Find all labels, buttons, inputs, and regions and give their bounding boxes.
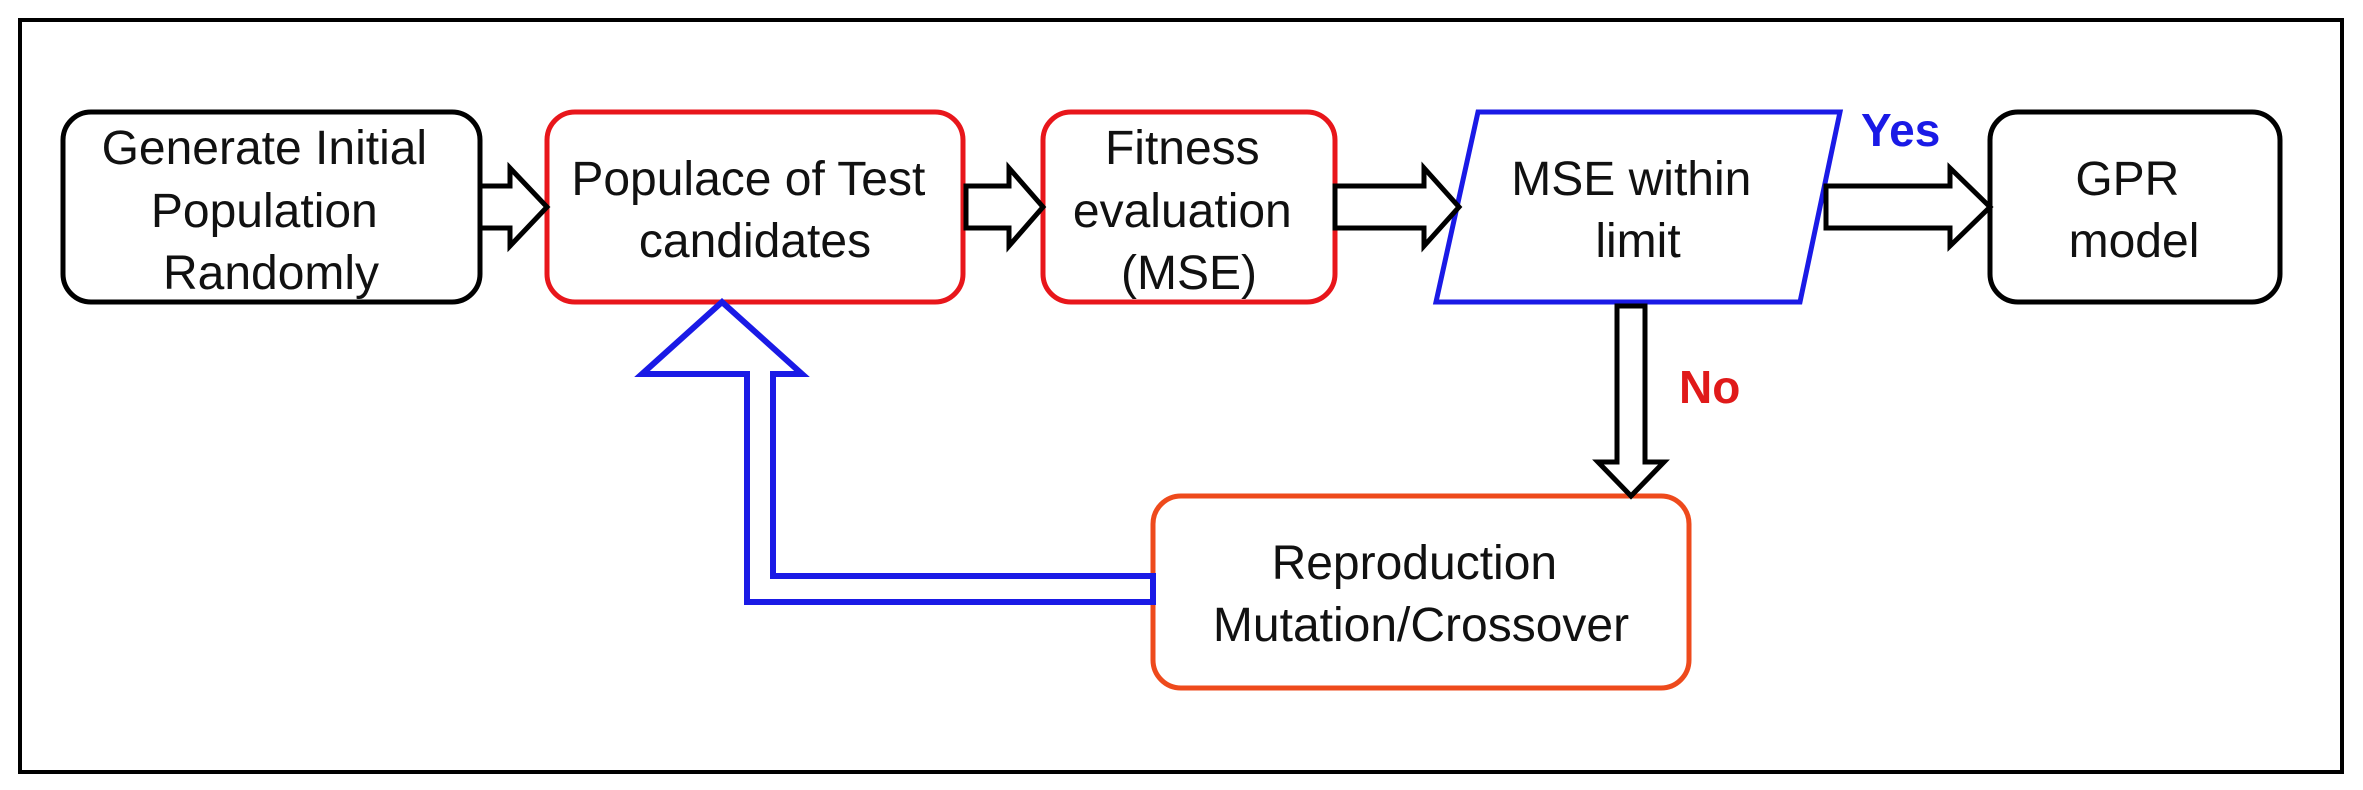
node-mse-label: MSE within limit — [1511, 153, 1764, 268]
arrow-fitness-to-mse — [1332, 161, 1463, 253]
node-generate-label: Generate Initial Population Randomly — [102, 122, 441, 300]
label-no: No — [1679, 361, 1740, 413]
node-gpr-label: GPR model — [2069, 153, 2200, 268]
node-populace-label: Populace of Test candidates — [571, 153, 938, 268]
node-reproduction-label: Reproduction Mutation/Crossover — [1213, 537, 1629, 652]
node-populace: Populace of Test candidates — [544, 109, 966, 305]
arrow-generate-to-populace — [477, 161, 551, 253]
node-mse-line-1: MSE within — [1511, 153, 1751, 206]
label-yes: Yes — [1861, 104, 1940, 156]
node-mse-line-2: limit — [1595, 215, 1680, 268]
node-gpr-model: GPR model — [1987, 109, 2283, 305]
node-reproduction-box — [1150, 493, 1692, 691]
node-reproduction-line-1: Reproduction — [1272, 537, 1558, 590]
arrow-reproduction-to-populace — [634, 297, 1156, 605]
node-gpr-line-2: model — [2069, 215, 2200, 268]
node-fitness-line-3: (MSE) — [1121, 247, 1257, 300]
node-populace-box — [544, 109, 966, 305]
node-populace-line-2: candidates — [639, 215, 871, 268]
node-mse-parallelogram — [1432, 109, 1844, 305]
node-generate-initial-population: Generate Initial Population Randomly — [60, 109, 483, 305]
node-populace-line-1: Populace of Test — [571, 153, 925, 206]
node-fitness-line-2: evaluation — [1073, 185, 1292, 238]
node-gpr-box — [1987, 109, 2283, 305]
node-generate-line-2: Population — [151, 185, 378, 238]
node-mse-decision: MSE within limit — [1432, 109, 1844, 305]
node-reproduction-line-2: Mutation/Crossover — [1213, 599, 1629, 652]
arrow-mse-to-reproduction — [1592, 303, 1670, 500]
node-reproduction: Reproduction Mutation/Crossover — [1150, 493, 1692, 691]
node-fitness-label: Fitness evaluation (MSE) — [1073, 122, 1305, 300]
node-fitness-line-1: Fitness — [1105, 122, 1260, 175]
arrow-populace-to-fitness — [963, 161, 1047, 253]
node-fitness-evaluation: Fitness evaluation (MSE) — [1040, 109, 1338, 305]
node-gpr-line-1: GPR — [2075, 153, 2179, 206]
node-generate-line-3: Randomly — [163, 247, 379, 300]
arrow-mse-to-gpr — [1823, 162, 1994, 252]
node-generate-line-1: Generate Initial — [102, 122, 428, 175]
